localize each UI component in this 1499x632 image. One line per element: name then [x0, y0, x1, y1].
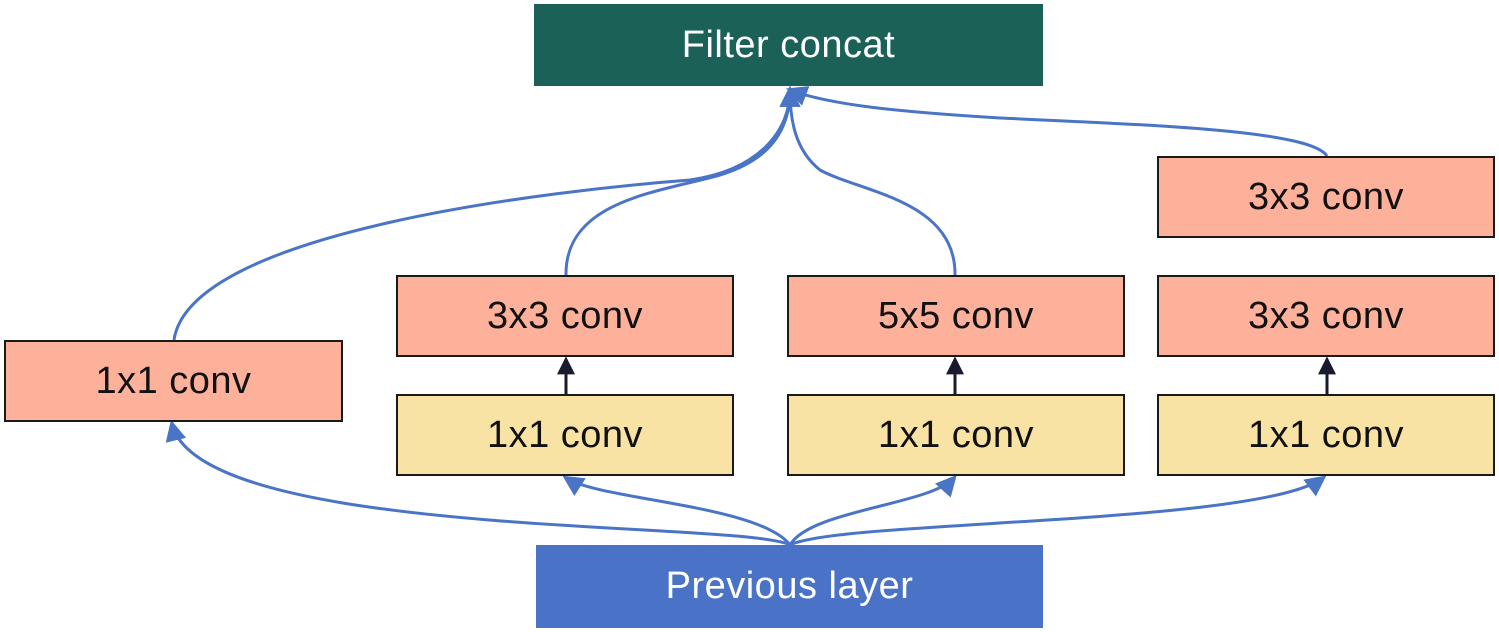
edge-branch3-to-concat [779, 85, 957, 276]
edge-previous-to-branch1 [165, 419, 791, 547]
edge-branch4-to-concat [786, 86, 1329, 157]
filter-concat-node: Filter concat [534, 4, 1043, 86]
branch2-reduce-label: 1x1 conv [486, 413, 644, 456]
branch3-reduce-node: 1x1 conv [787, 394, 1125, 476]
branch4-conv-b-label: 3x3 conv [1247, 175, 1405, 218]
branch4-reduce-label: 1x1 conv [1247, 413, 1405, 456]
edge-previous-to-branch2-reduce [562, 475, 792, 546]
branch4-conv-a-label: 3x3 conv [1247, 294, 1405, 337]
branch3-conv-node: 5x5 conv [787, 275, 1125, 357]
branch4-conv-b-node: 3x3 conv [1157, 156, 1495, 238]
filter-concat-label: Filter concat [681, 23, 896, 66]
branch2-conv-node: 3x3 conv [396, 275, 734, 357]
branch2-reduce-node: 1x1 conv [396, 394, 734, 476]
edge-branch1-to-concat [172, 85, 801, 341]
branch3-conv-label: 5x5 conv [877, 294, 1035, 337]
branch1-conv-node: 1x1 conv [4, 340, 343, 422]
branch4-reduce-node: 1x1 conv [1157, 394, 1495, 476]
edge-previous-to-branch4-reduce [789, 475, 1327, 547]
branch4-conv-a-node: 3x3 conv [1157, 275, 1495, 357]
previous-layer-label: Previous layer [665, 565, 914, 607]
branch1-conv-label: 1x1 conv [95, 359, 252, 402]
edge-previous-to-branch3-reduce [788, 474, 957, 546]
branch2-conv-label: 3x3 conv [486, 294, 644, 337]
edge-branch2-to-concat [564, 85, 801, 276]
branch3-reduce-label: 1x1 conv [877, 413, 1035, 456]
previous-layer-node: Previous layer [536, 545, 1043, 628]
